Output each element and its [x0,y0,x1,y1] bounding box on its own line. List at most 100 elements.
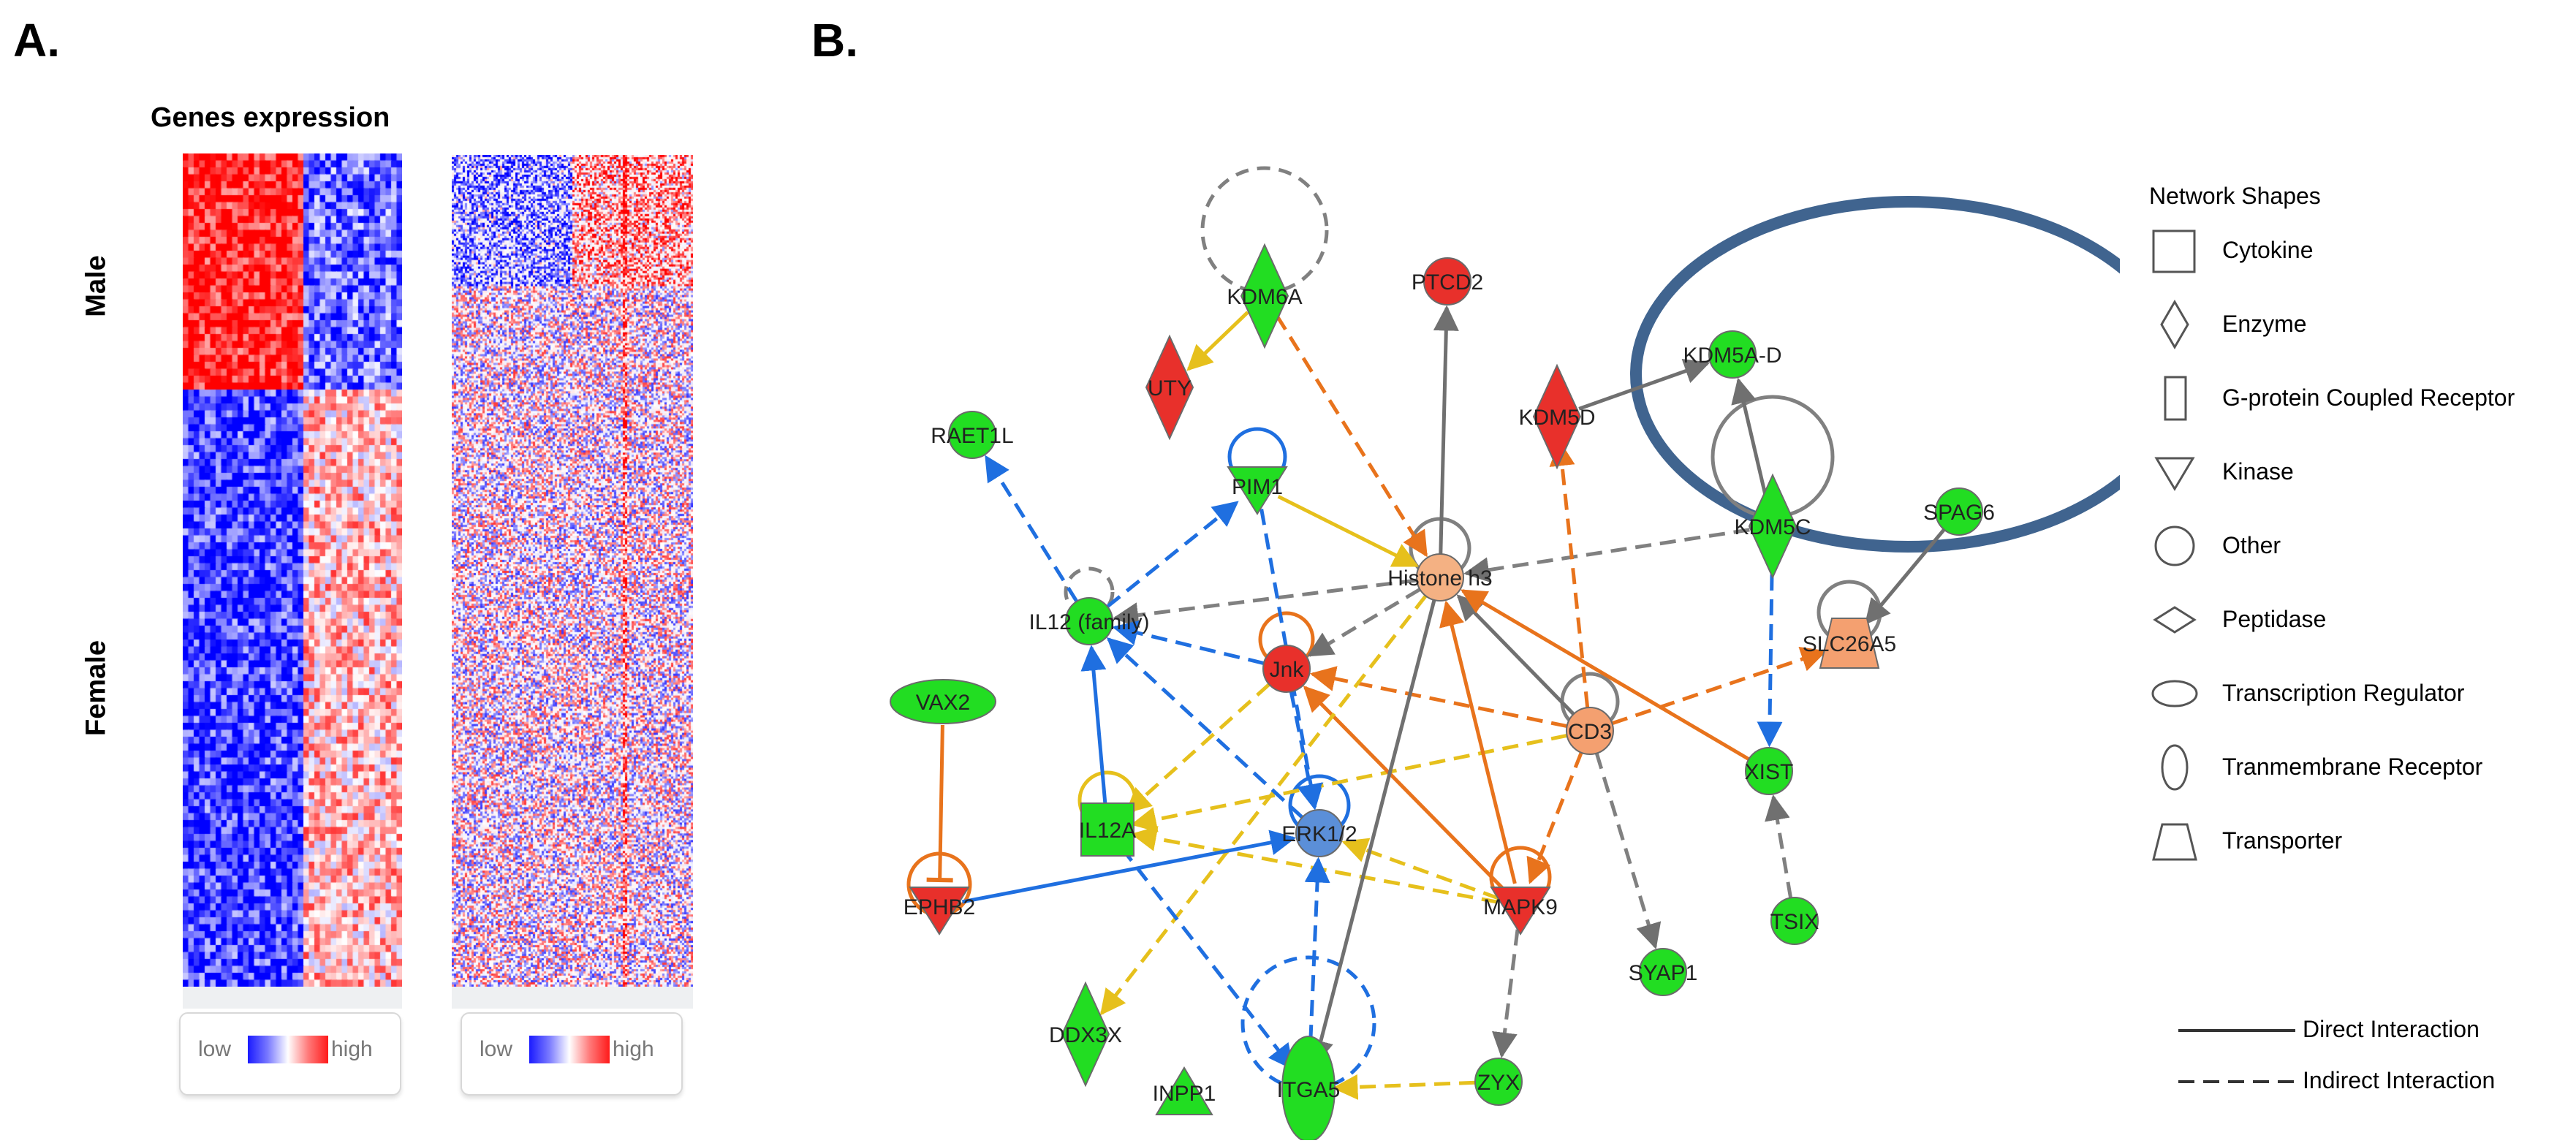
legend-shape-icon [2151,680,2198,707]
node-kdm5c[interactable]: KDM5C [1734,473,1811,580]
legend-title: Network Shapes [2149,183,2321,209]
node-label: KDM5D [1518,406,1595,430]
node-itga5[interactable]: ITGA5 [1277,1036,1341,1140]
node-ddx3x[interactable]: DDX3X [1049,981,1122,1088]
legend-label: Enzyme [2222,311,2307,337]
edge-34 [1106,637,1304,819]
edge-33 [1080,645,1107,807]
legend-item-other: Other [2149,520,2566,572]
edge-29 [1125,683,1270,814]
legend-line-solid: Direct Interaction [2149,1009,2566,1060]
edge-25 [1439,600,1517,884]
edge-16 [1549,440,1590,708]
node-il12a[interactable]: IL12A [1079,802,1136,857]
legend-shape-icon [2152,823,2197,861]
edge-19 [1461,589,1750,761]
scale-low-label: low [198,1037,232,1061]
node-kdm6a[interactable]: KDM6A [1227,243,1303,349]
node-label: ITGA5 [1277,1078,1341,1102]
edge-5 [1463,528,1750,583]
edge-14 [1306,588,1421,657]
node-raet1l[interactable]: RAET1L [931,411,1014,459]
scale-gradient [529,1036,610,1063]
scale-gradient [248,1036,328,1063]
legend-label: Peptidase [2222,606,2327,632]
edge-4 [1433,305,1459,555]
node-kdm5d[interactable]: KDM5D [1518,363,1596,470]
node-label: XIST [1745,760,1794,784]
node-syap1[interactable]: SYAP1 [1629,948,1698,996]
node-label: DDX3X [1049,1023,1122,1047]
node-cd3[interactable]: CD3 [1566,707,1614,755]
legend-item-peptidase: Peptidase [2149,594,2566,645]
heatmap-left [183,153,402,987]
legend-label: Cytokine [2222,237,2314,263]
node-kdm5a-d[interactable]: KDM5A-D [1683,330,1782,379]
edge-35 [1120,846,1295,1071]
node-label: IL12 (family) [1028,610,1149,634]
node-label: IL12A [1079,819,1136,843]
edge-6 [1757,549,1783,748]
edge-1 [1275,314,1428,558]
node-inpp1[interactable]: INPP1 [1153,1066,1216,1115]
node-pim1[interactable]: PIM1 [1227,466,1288,515]
edge-2 [1578,359,1711,411]
node-label: Histone h3 [1387,566,1492,591]
node-erk1-2[interactable]: ERK1/2 [1281,809,1357,857]
edge-39 [938,724,944,881]
scale-high-label: high [331,1037,373,1061]
legend-item-kinase: Kinase [2149,447,2566,498]
node-uty[interactable]: UTY [1145,334,1194,441]
edge-36 [1304,857,1330,1066]
node-slc26a5[interactable]: SLC26A5 [1803,618,1896,669]
node-il12-family-[interactable]: IL12 (family) [1028,597,1150,645]
edge-10 [1277,495,1419,568]
scale-high-label: high [613,1037,654,1061]
legend-item-cytokine: Cytokine [2149,225,2566,276]
edge-8 [985,455,1079,603]
node-ptcd2[interactable]: PTCD2 [1412,257,1483,306]
node-vax2[interactable]: VAX2 [890,679,996,724]
heatmap-right [452,155,693,987]
highlight-ellipse [1630,196,2120,553]
edge-30 [1289,691,1322,811]
male-row-label: Male [80,255,112,317]
legend-line-label: Indirect Interaction [2303,1067,2496,1093]
legend-shape-icon [2164,376,2187,421]
node-ephb2[interactable]: EPHB2 [904,887,975,936]
legend-shape-icon [2161,744,2189,791]
node-spag6[interactable]: SPAG6 [1923,487,1995,536]
self-loop-6 [1240,955,1376,1091]
node-tsix[interactable]: TSIX [1770,897,1819,945]
legend-shape-icon [2154,525,2195,566]
edge-21 [1594,752,1662,949]
legend-label: G-protein Coupled Receptor [2222,384,2515,411]
edge-15 [1309,666,1568,729]
node-label: SLC26A5 [1803,632,1896,656]
node-label: PIM1 [1232,475,1283,499]
edge-13 [1112,620,1265,665]
heatmap-title: Genes expression [151,102,390,133]
node-label: SPAG6 [1923,501,1995,525]
node-label: INPP1 [1153,1082,1216,1106]
legend-item-tranmembrane-receptor: Tranmembrane Receptor [2149,742,2566,793]
edge-27 [1341,838,1499,900]
panel-a-label: A. [13,14,60,67]
node-histone-h3[interactable]: Histone h3 [1387,553,1493,602]
legend-item-transporter: Transporter [2149,816,2566,867]
edge-17 [1611,647,1827,726]
edge-20 [1765,794,1793,898]
legend-shape-icon [2152,229,2196,273]
node-label: RAET1L [931,424,1013,448]
node-xist[interactable]: XIST [1745,747,1794,795]
legend-label: Tranmembrane Receptor [2222,754,2483,780]
node-label: SYAP1 [1629,961,1698,985]
legend-item-enzyme: Enzyme [2149,299,2566,350]
node-mapk9[interactable]: MAPK9 [1483,887,1558,936]
edge-24 [1303,686,1506,891]
node-zyx[interactable]: ZYX [1474,1058,1523,1106]
node-jnk[interactable]: Jnk [1262,645,1311,693]
legend-label: Other [2222,532,2281,558]
node-label: Jnk [1270,658,1305,682]
